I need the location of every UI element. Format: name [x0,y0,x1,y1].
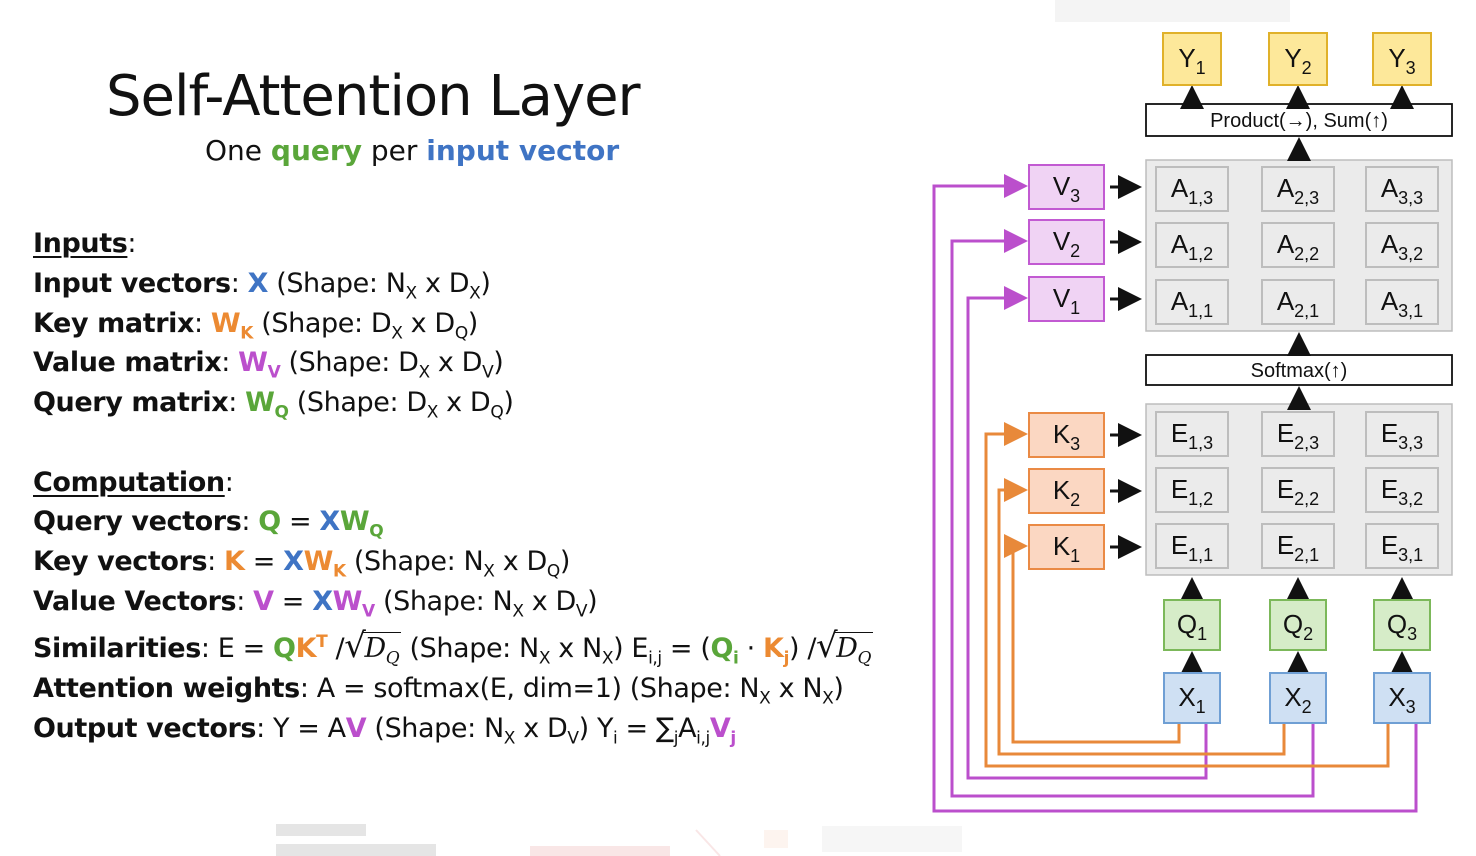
wire-x2-to-k2 [997,478,1286,756]
e-cell-1-1: E1,1 [1155,523,1229,569]
v-box-2: V2 [1028,219,1105,265]
a-cell-3-2-label: A3,2 [1381,229,1423,264]
subtitle-query: query [270,134,362,167]
product-sum-bar [1145,103,1453,137]
a-cell-3-1: A3,1 [1365,279,1439,325]
x-box-1: X1 [1163,672,1221,724]
q-box-1-label: Q1 [1177,609,1207,644]
a-cell-1-2-label: A1,2 [1171,229,1213,264]
a-cell-1-2: A1,2 [1155,222,1229,268]
e-cell-2-1: E2,1 [1261,523,1335,569]
k-box-1: K1 [1028,524,1105,570]
faint-next-slide-remnant [276,824,962,856]
q-box-3: Q3 [1373,599,1431,651]
a-cell-3-3-label: A3,3 [1381,173,1423,208]
a-cell-3-2: A3,2 [1365,222,1439,268]
a-cell-1-3-label: A1,3 [1171,173,1213,208]
y-box-1: Y1 [1162,32,1222,86]
y-box-2-label: Y2 [1284,43,1311,78]
q-box-1: Q1 [1163,599,1221,651]
e-cell-3-3: E3,3 [1365,411,1439,457]
e-cell-2-1-label: E2,1 [1277,530,1319,565]
e-cell-3-2: E3,2 [1365,467,1439,513]
e-cell-1-2: E1,2 [1155,467,1229,513]
softmax-label: Softmax(↑) [1251,360,1348,382]
output-vectors-line: Output vectors: Y = AV (Shape: NX x DV) … [33,713,736,749]
v-box-2-label: V2 [1053,226,1080,261]
attention-weights-line: Attention weights: A = softmax(E, dim=1)… [33,673,844,709]
e-cell-1-3-label: E1,3 [1171,418,1213,453]
subtitle-input-vector: input vector [426,134,620,167]
q-box-2: Q2 [1269,599,1327,651]
e-cell-3-1: E3,1 [1365,523,1439,569]
e-cell-1-1-label: E1,1 [1171,530,1213,565]
k-box-2-label: K2 [1053,475,1080,510]
a-cell-2-2: A2,2 [1261,222,1335,268]
slide-subtitle: One query per input vector [205,134,619,167]
subtitle-part1: One [205,134,271,167]
e-cell-3-1-label: E3,1 [1381,530,1423,565]
key-vectors-line: Key vectors: K = XWK (Shape: NX x DQ) [33,546,570,582]
a-cell-1-1-label: A1,1 [1171,286,1213,321]
wire-x1-to-v1 [966,286,1208,780]
wire-x3-to-k3 [984,422,1390,768]
computation-header: Computation: [33,467,234,498]
top-bar-remnant [1055,0,1290,22]
y-box-3: Y3 [1372,32,1432,86]
q-box-3-label: Q3 [1387,609,1417,644]
inputs-header: Inputs: [33,228,137,259]
y-box-2: Y2 [1268,32,1328,86]
k-box-3-label: K3 [1053,419,1080,454]
slide-title: Self-Attention Layer [106,64,641,129]
k-box-3: K3 [1028,412,1105,458]
e-cell-1-2-label: E1,2 [1171,474,1213,509]
v-box-3: V3 [1028,164,1105,210]
v-box-1-label: V1 [1053,283,1080,318]
a-cell-3-3: A3,3 [1365,166,1439,212]
e-cell-2-3: E2,3 [1261,411,1335,457]
v-box-1: V1 [1028,276,1105,322]
wire-x1-to-k1 [1004,534,1181,744]
x-box-1-label: X1 [1178,682,1205,717]
wire-x2-to-v2 [950,229,1315,798]
similarities-line: Similarities: E = QKT /√DQ (Shape: NX x … [33,626,874,669]
y-box-3-label: Y3 [1388,43,1415,78]
v-box-3-label: V3 [1053,171,1080,206]
a-cell-2-3-label: A2,3 [1277,173,1319,208]
a-cell-2-1-label: A2,1 [1277,286,1319,321]
a-cell-2-2-label: A2,2 [1277,229,1319,264]
a-cell-2-3: A2,3 [1261,166,1335,212]
e-cell-2-2: E2,2 [1261,467,1335,513]
value-matrix-line: Value matrix: WV (Shape: DX x DV) [33,347,504,383]
a-cell-1-3: A1,3 [1155,166,1229,212]
value-vectors-line: Value Vectors: V = XWV (Shape: NX x DV) [33,586,598,622]
x-box-3: X3 [1373,672,1431,724]
a-cell-1-1: A1,1 [1155,279,1229,325]
key-matrix-line: Key matrix: WK (Shape: DX x DQ) [33,308,478,344]
subtitle-part2: per [361,134,427,167]
x-box-3-label: X3 [1388,682,1415,717]
y-box-1-label: Y1 [1178,43,1205,78]
e-cell-2-3-label: E2,3 [1277,418,1319,453]
a-cell-2-1: A2,1 [1261,279,1335,325]
query-vectors-line: Query vectors: Q = XWQ [33,506,384,542]
x-box-2-label: X2 [1284,682,1311,717]
product-sum-label: Product(→), Sum(↑) [1210,110,1388,132]
x-box-2: X2 [1269,672,1327,724]
e-cell-1-3: E1,3 [1155,411,1229,457]
q-box-2-label: Q2 [1283,609,1313,644]
e-cell-2-2-label: E2,2 [1277,474,1319,509]
a-cell-3-1-label: A3,1 [1381,286,1423,321]
wire-x3-to-v3 [932,174,1418,813]
e-cell-3-3-label: E3,3 [1381,418,1423,453]
e-cell-3-2-label: E3,2 [1381,474,1423,509]
query-matrix-line: Query matrix: WQ (Shape: DX x DQ) [33,387,514,423]
input-vectors-line: Input vectors: X (Shape: NX x DX) [33,268,491,304]
k-box-1-label: K1 [1053,531,1080,566]
k-box-2: K2 [1028,468,1105,514]
softmax-bar [1145,354,1453,386]
